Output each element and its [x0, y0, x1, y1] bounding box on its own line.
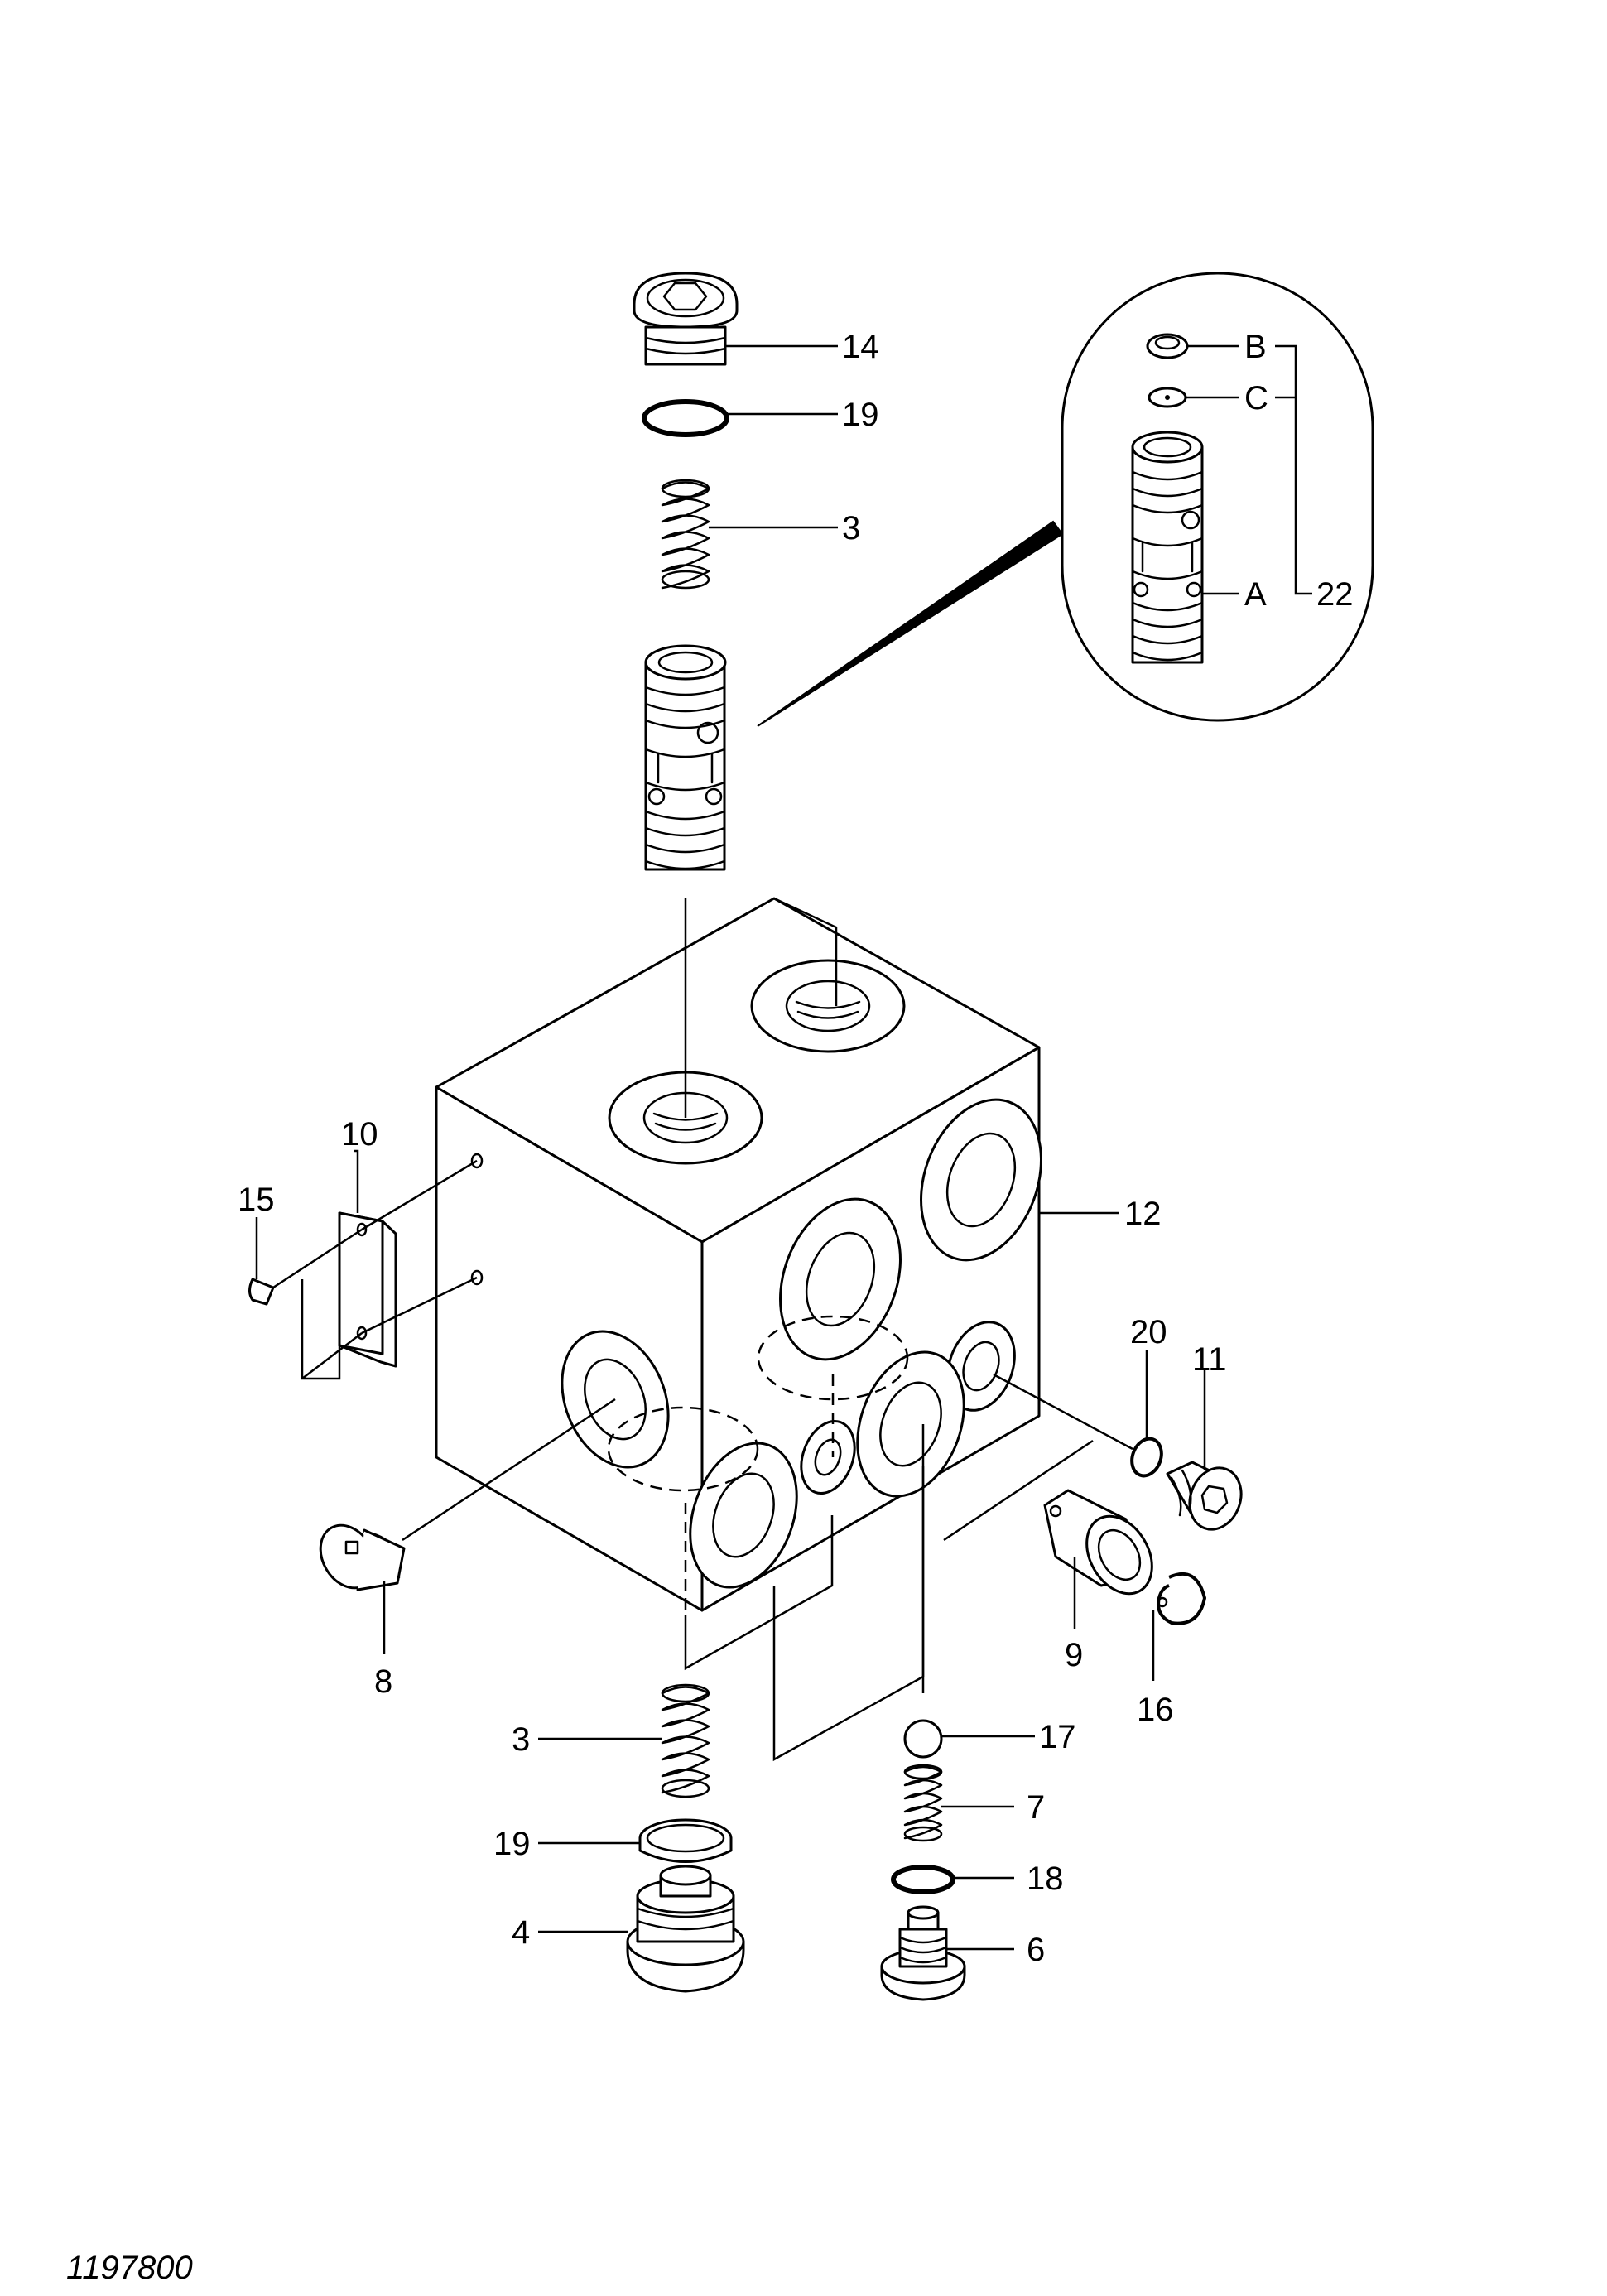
label-9: 9	[1065, 1637, 1083, 1673]
part-17-ball	[903, 1719, 943, 1759]
part-4-plug	[626, 1865, 745, 1993]
label-15: 15	[238, 1182, 275, 1218]
part-20-o-ring	[1130, 1437, 1163, 1478]
leader-10	[354, 1149, 359, 1192]
top-leaders	[709, 344, 838, 529]
label-4: 4	[512, 1914, 530, 1951]
label-3-bottom: 3	[512, 1721, 530, 1758]
label-18: 18	[1027, 1860, 1064, 1897]
label-12: 12	[1124, 1196, 1162, 1232]
bottom-right-leaders	[941, 1735, 1035, 1951]
part-12-valve-block	[435, 897, 1042, 1612]
part-19-backup-ring-bottom	[638, 1818, 733, 1863]
label-11: 11	[1192, 1341, 1227, 1378]
part-14-plug	[633, 272, 739, 366]
part-22-B-seat	[1146, 333, 1189, 359]
label-22: 22	[1316, 576, 1354, 613]
part-16-snap-ring	[1157, 1572, 1207, 1625]
part-22-sleeve-assembled	[644, 644, 727, 871]
label-10: 10	[341, 1116, 378, 1153]
label-19-top: 19	[842, 397, 879, 433]
part-22-A-sleeve	[1131, 431, 1204, 664]
label-C: C	[1244, 380, 1268, 416]
part-8-plug	[319, 1398, 616, 1591]
part-15-bolt	[248, 1228, 363, 1306]
label-19-bottom: 19	[493, 1826, 531, 1862]
part-3-spring-bottom	[661, 1683, 710, 1798]
label-16: 16	[1137, 1692, 1174, 1728]
detail-leaders	[1186, 344, 1312, 595]
label-17: 17	[1039, 1719, 1076, 1755]
part-18-o-ring	[891, 1865, 955, 1894]
drawing-number: 1197800	[66, 2250, 193, 2286]
bottom-left-leaders	[538, 1737, 662, 1933]
part-22-C-disc	[1148, 387, 1187, 408]
label-3-top: 3	[842, 510, 860, 546]
part-9-check-valve	[1043, 1489, 1153, 1596]
label-6: 6	[1027, 1932, 1045, 1968]
label-8: 8	[374, 1663, 392, 1700]
label-20: 20	[1130, 1314, 1167, 1350]
label-7: 7	[1027, 1789, 1045, 1826]
part-7-spring	[903, 1764, 943, 1842]
label-14: 14	[842, 329, 879, 365]
assembly-axis-lines	[684, 897, 1133, 1762]
label-B: B	[1244, 329, 1267, 365]
part-3-spring-top	[661, 479, 710, 590]
part-19-o-ring-top	[642, 399, 729, 437]
part-11-plug	[1166, 1461, 1243, 1531]
part-10-cover-plate	[338, 1159, 478, 1368]
label-A: A	[1244, 576, 1267, 613]
part-6-plug	[880, 1905, 966, 2001]
